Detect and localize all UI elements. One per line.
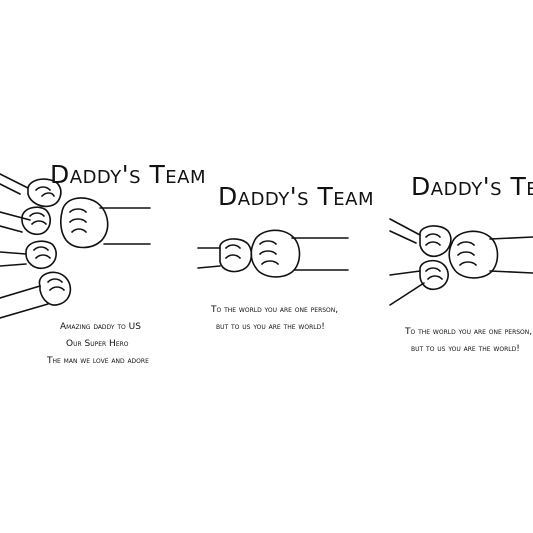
panel-3-title: Daddy's Team <box>411 172 533 201</box>
panel-1-line-3: The man we love and adore <box>47 356 149 366</box>
panel-3-line-1: To the world you are one person, <box>405 327 533 337</box>
panel-3-line-2: but to us you are the world! <box>411 344 520 354</box>
panel-2-line-1: To the world you are one person, <box>211 305 339 315</box>
fist-bump-three-hands-illustration <box>389 218 533 306</box>
panel-1-line-1: Amazing daddy to US <box>60 322 141 332</box>
panel-1-title: Daddy's Team <box>50 160 207 189</box>
fist-bump-two-hands-illustration <box>197 229 349 278</box>
panel-1-line-2: Our Super Hero <box>66 339 129 349</box>
panel-2-line-2: but to us you are the world! <box>216 322 325 332</box>
fist-bump-four-hands-illustration <box>0 173 151 319</box>
panel-2-title: Daddy's Team <box>218 182 375 211</box>
